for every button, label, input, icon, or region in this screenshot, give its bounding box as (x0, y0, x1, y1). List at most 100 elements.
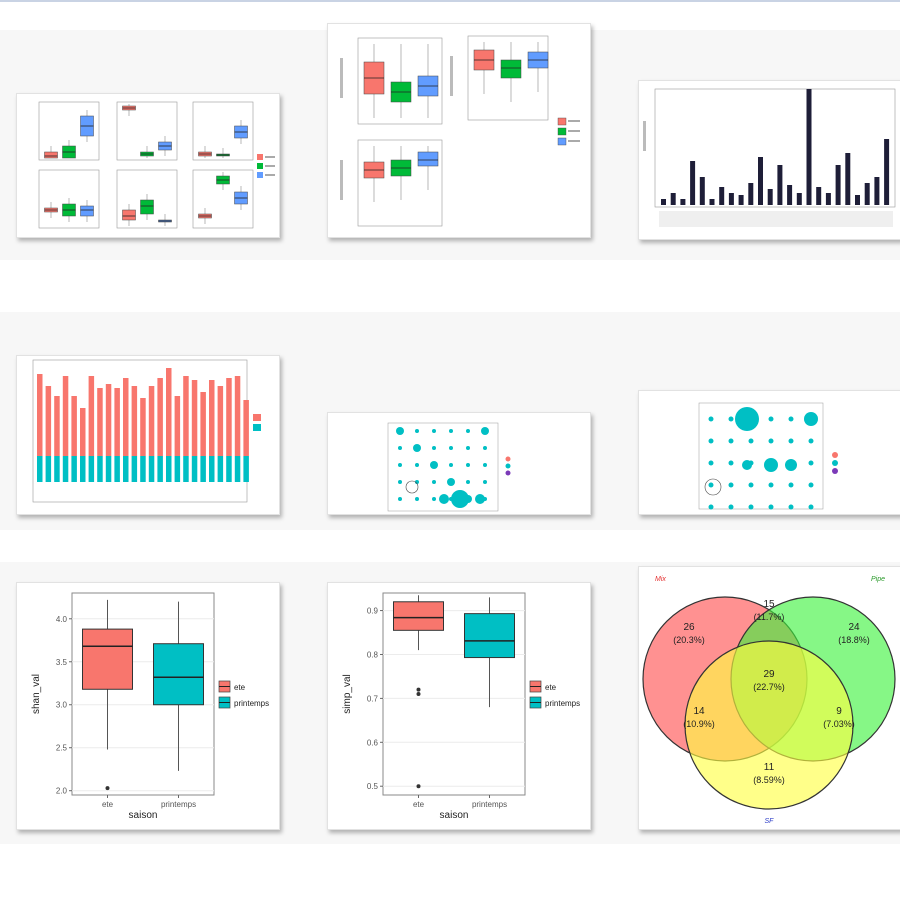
mini-bubble (432, 446, 436, 450)
mini-bubble (432, 497, 436, 501)
mini-bubble (764, 458, 778, 472)
mini-legend-key (505, 456, 511, 462)
mini-bubble (451, 490, 469, 508)
mini-stack-top (37, 374, 43, 456)
y-tick-label: 3.0 (56, 701, 68, 710)
mini-stack-bottom (191, 456, 198, 482)
box-ete (393, 601, 444, 631)
mini-stack-bottom (131, 456, 138, 482)
mini-bubble (804, 412, 818, 426)
venn-circle-sf (684, 640, 854, 810)
mini-stack-bottom (54, 456, 60, 482)
venn-region-percent: (11.7%) (754, 612, 785, 622)
mini-stack-top (88, 376, 95, 456)
mini-bubble (728, 438, 734, 444)
mini-bar (874, 177, 880, 205)
mini-bubble (768, 504, 774, 510)
bubble-matrix-small-image (387, 422, 511, 512)
y-tick-label: 2.5 (56, 744, 68, 753)
mini-bubble (415, 463, 419, 467)
mini-legend-text (568, 130, 580, 132)
mini-bubble (430, 461, 438, 469)
mini-bar (767, 189, 773, 205)
index-boxplots-thumb[interactable] (327, 23, 591, 238)
mini-bubble (475, 494, 485, 504)
mini-stack-top (45, 386, 52, 456)
mini-bubble (466, 429, 470, 433)
mini-bubble (808, 460, 814, 466)
bubble-matrix-large-image (698, 402, 838, 510)
mini-legend-key (557, 137, 567, 146)
mini-bubble (432, 480, 436, 484)
mini-box (122, 209, 136, 221)
bubble-matrix-small-thumb[interactable] (327, 412, 591, 515)
legend-label: printemps (545, 699, 580, 708)
mini-bubble (768, 416, 774, 422)
venn-region-count: 9 (836, 706, 842, 717)
legend-label: ete (545, 683, 557, 692)
mini-bubble (483, 463, 487, 467)
mini-bubble (788, 504, 794, 510)
mini-stack-bottom (114, 456, 120, 482)
mini-bubble (735, 407, 759, 431)
mini-bar (709, 199, 715, 205)
venn-region-count: 26 (683, 622, 695, 633)
box-outlier (416, 687, 421, 692)
venn-region-count: 14 (693, 706, 705, 717)
mini-legend-key (832, 452, 838, 458)
mini-bubble (708, 438, 714, 444)
venn-set-label: SF (765, 818, 775, 825)
mini-legend-text (265, 165, 275, 167)
mini-stack-bottom (209, 456, 215, 482)
mini-bubble (708, 416, 714, 422)
mini-bubble (768, 482, 774, 488)
mini-stack-bottom (234, 456, 241, 482)
mini-bubble (808, 438, 814, 444)
mini-bubble (396, 427, 404, 435)
mini-bubble (742, 460, 752, 470)
mini-legend-text (568, 140, 580, 142)
mini-bubble (808, 482, 814, 488)
mini-bubble (708, 482, 714, 488)
y-tick-label: 0.5 (367, 782, 379, 791)
mini-bar (855, 195, 860, 205)
mini-stack-bottom (140, 456, 146, 482)
bar-chart-dark-thumb[interactable] (638, 80, 900, 240)
mini-stack-bottom (183, 456, 189, 482)
mini-bubble (449, 463, 453, 467)
mini-bubble (708, 504, 714, 510)
mini-bubble (708, 460, 714, 466)
mini-stack-top (191, 380, 198, 456)
box-ete (82, 628, 133, 690)
mini-bar (777, 165, 783, 205)
mini-size-legend (704, 478, 722, 496)
mini-stack-bottom (80, 456, 86, 482)
mini-bubble (449, 446, 453, 450)
stacked-bar-image (32, 359, 261, 503)
mini-bar (699, 177, 705, 205)
mini-bubble (748, 438, 754, 444)
mini-stack-bottom (123, 456, 129, 482)
multi-boxplot-grid-thumb[interactable] (16, 93, 280, 238)
bubble-matrix-large-thumb[interactable] (638, 390, 900, 515)
mini-stack-top (114, 388, 120, 456)
mini-legend-key (505, 470, 511, 476)
mini-legend-text (265, 174, 275, 176)
mini-stack-bottom (200, 456, 206, 482)
mini-bubble (398, 480, 402, 484)
y-axis-label: shan_val (31, 674, 42, 714)
mini-box (44, 151, 58, 159)
stacked-bar-thumb[interactable] (16, 355, 280, 515)
mini-bar (825, 193, 831, 205)
mini-stack-bottom (97, 456, 103, 482)
mini-stack-bottom (243, 456, 249, 482)
venn-set-label: Pipe (871, 576, 885, 583)
y-axis-label: simp_val (342, 674, 353, 713)
mini-legend-key (557, 127, 567, 136)
mini-bubble (788, 416, 794, 422)
